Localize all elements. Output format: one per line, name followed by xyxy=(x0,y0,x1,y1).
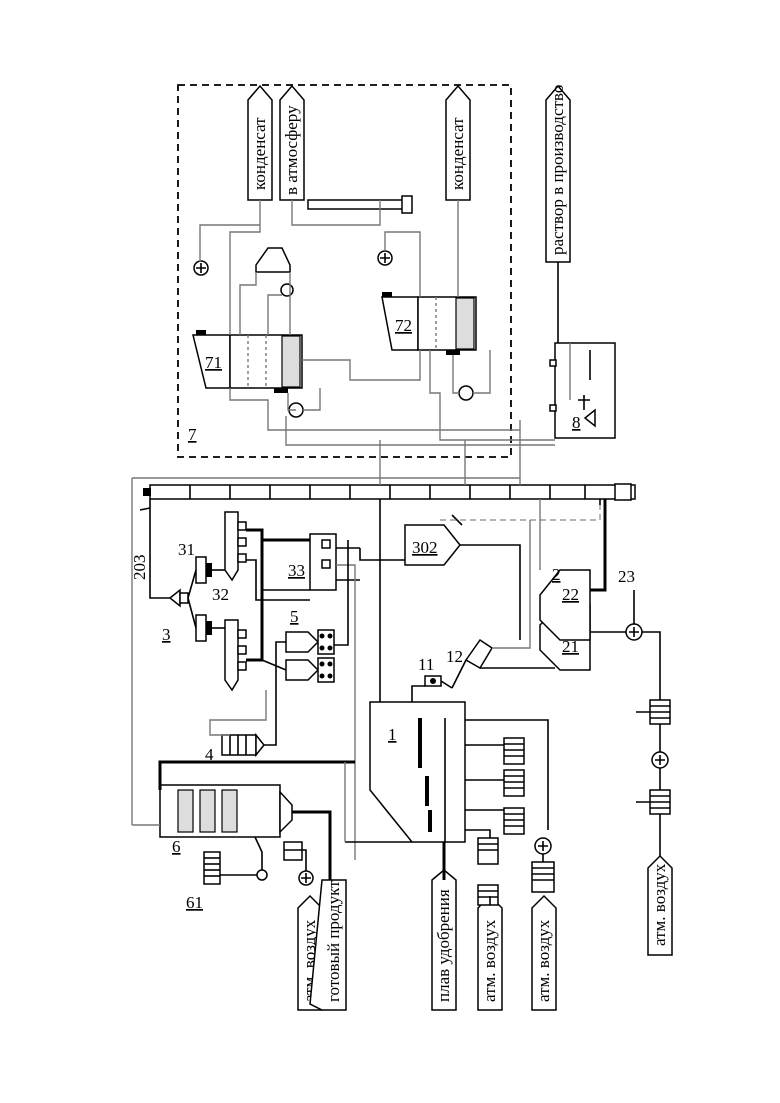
melt-pump-11 xyxy=(425,676,452,688)
svg-text:атм. воздух: атм. воздух xyxy=(650,863,669,946)
air-heater-cooler-2 xyxy=(650,790,670,814)
crusher-31-upper xyxy=(196,557,212,583)
svg-text:атм. воздух: атм. воздух xyxy=(480,919,499,1002)
evaporator-12 xyxy=(466,640,492,668)
svg-text:раствор в производство: раствор в производство xyxy=(548,85,567,255)
pump-separator xyxy=(281,284,293,296)
stream-tag-atm-air-3: атм. воздух xyxy=(532,896,556,1010)
stream-tag-condensate-right: конденсат xyxy=(446,86,470,200)
fan-dryer xyxy=(299,871,313,885)
stream-tag-fertilizer-melt: плав удобрения xyxy=(432,870,456,1010)
stream-tag-atm-air-2: атм. воздух xyxy=(478,896,502,1010)
stream-tag-condensate-top: конденсат xyxy=(248,86,272,200)
screen-lower xyxy=(225,620,246,690)
label-31: 31 xyxy=(178,540,195,559)
label-23: 23 xyxy=(618,567,635,586)
granulator-1 xyxy=(370,702,465,842)
label-8: 8 xyxy=(572,413,581,432)
label-71: 71 xyxy=(205,353,222,372)
air-heater-4 xyxy=(478,838,498,864)
label-3: 3 xyxy=(162,625,171,644)
conveyor-belt xyxy=(143,484,635,500)
label-5: 5 xyxy=(290,607,299,626)
fan-23 xyxy=(626,624,642,640)
crusher-31-lower xyxy=(196,615,212,641)
fan-cooler-air xyxy=(652,752,668,768)
svg-text:готовый продукт: готовый продукт xyxy=(324,880,343,1002)
stream-tag-to-atmosphere: в атмосферу xyxy=(280,86,304,200)
cooler-4 xyxy=(222,735,264,755)
screen-upper xyxy=(225,512,246,580)
svg-text:конденсат: конденсат xyxy=(448,117,467,190)
air-heater-2 xyxy=(504,770,524,796)
dryer-6 xyxy=(160,785,292,837)
air-heater-3 xyxy=(504,808,524,834)
pump-72 xyxy=(459,386,473,400)
classifier-33 xyxy=(310,534,360,590)
label-11: 11 xyxy=(418,655,434,674)
fan-top-left xyxy=(194,261,208,275)
stream-tag-atm-air-4: атм. воздух xyxy=(648,856,672,955)
bin-5-lower xyxy=(286,658,334,682)
separator-vessel xyxy=(256,248,290,272)
pump-dryer xyxy=(257,870,267,880)
air-heater-5 xyxy=(478,885,498,905)
tank-8 xyxy=(550,343,615,438)
dryer-6-box xyxy=(284,842,302,860)
air-heater-1 xyxy=(504,738,524,764)
svg-text:атм. воздух: атм. воздух xyxy=(534,919,553,1002)
fan-72 xyxy=(378,251,392,265)
heat-exchanger-61 xyxy=(204,852,220,884)
fan-granulator xyxy=(535,838,551,854)
label-203: 203 xyxy=(130,555,149,581)
svg-text:в атмосферу: в атмосферу xyxy=(282,105,301,195)
label-1: 1 xyxy=(388,725,397,744)
label-33: 33 xyxy=(288,561,305,580)
label-6: 6 xyxy=(172,837,181,856)
label-21: 21 xyxy=(562,637,579,656)
stream-tag-solution-to-production: раствор в производство xyxy=(546,85,570,262)
label-72: 72 xyxy=(395,316,412,335)
air-heater-6 xyxy=(532,862,554,892)
label-12: 12 xyxy=(446,647,463,666)
label-61: 61 xyxy=(186,893,203,912)
stream-tag-finished-product: готовый продукт xyxy=(310,880,346,1010)
label-2: 2 xyxy=(552,565,561,584)
svg-text:плав удобрения: плав удобрения xyxy=(434,889,453,1002)
label-7: 7 xyxy=(188,425,197,444)
label-32: 32 xyxy=(212,585,229,604)
splitter-3 xyxy=(170,590,188,606)
exhaust-stack xyxy=(308,196,412,213)
air-heater-cooler-1 xyxy=(650,700,670,724)
svg-text:конденсат: конденсат xyxy=(250,117,269,190)
bin-5-upper xyxy=(286,630,334,654)
label-302: 302 xyxy=(412,538,438,557)
label-22: 22 xyxy=(562,585,579,604)
